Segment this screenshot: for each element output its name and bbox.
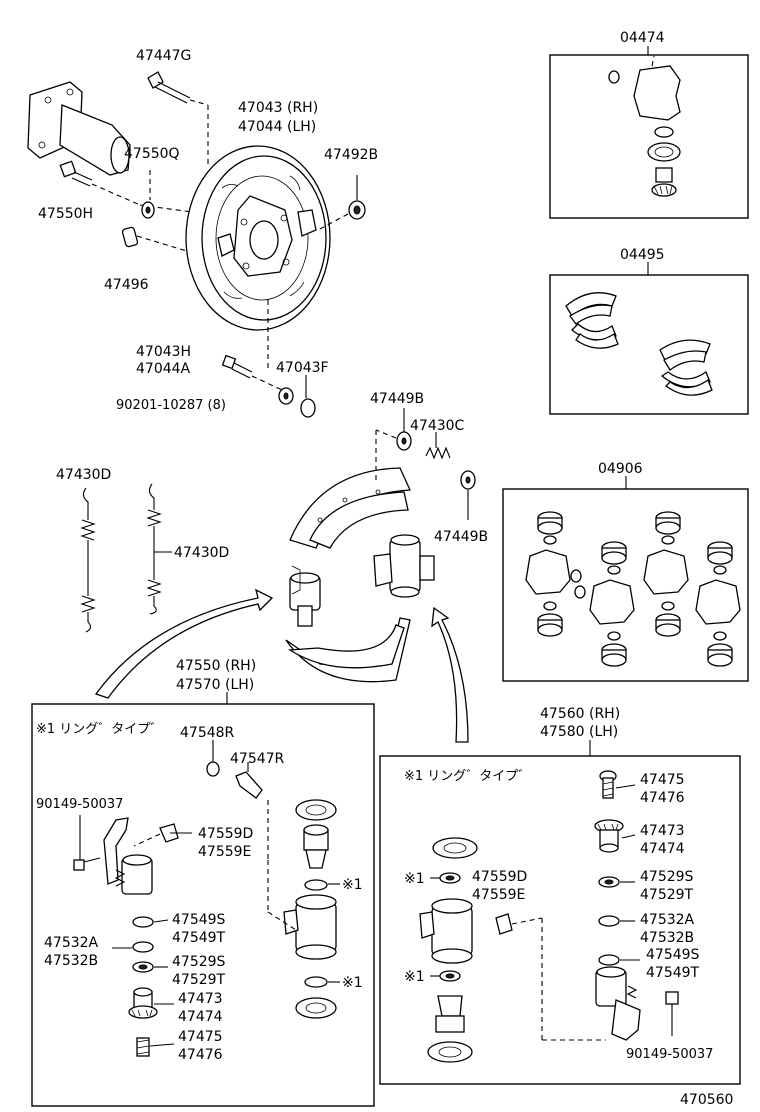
label-47532A-right: 47532A <box>640 912 695 928</box>
label-90149-50037-right: 90149-50037 <box>626 1047 713 1062</box>
backing-plate <box>185 145 331 331</box>
label-47560-rh: 47560 (RH) <box>540 706 620 722</box>
ring-type-note-right: ※1 リング゛タイプ゛ <box>404 769 531 784</box>
label-47430D-mid: 47430D <box>174 545 229 561</box>
bolt-47550H <box>59 160 193 213</box>
label-47559D-left: 47559D <box>198 826 253 842</box>
label-47570-lh: 47570 (LH) <box>176 677 254 693</box>
label-47449B-top: 47449B <box>370 391 424 407</box>
bolt-47447G <box>147 71 209 168</box>
label-47549S-left: 47549S <box>172 912 226 928</box>
kit-box-04495 <box>549 274 749 415</box>
label-47529S-left: 47529S <box>172 954 226 970</box>
label-47043H: 47043H <box>136 344 191 360</box>
label-47532A-left: 47532A <box>44 935 99 951</box>
kit-04474-parts <box>608 55 681 197</box>
label-47476-right: 47476 <box>640 790 685 806</box>
label-90149-50037-left: 90149-50037 <box>36 797 123 812</box>
cap-47043F <box>300 375 316 418</box>
label-47430D-top: 47430D <box>56 467 111 483</box>
label-47043-rh: 47043 (RH) <box>238 100 318 116</box>
label-47559E-left: 47559E <box>198 844 251 860</box>
label-47430C: 47430C <box>410 418 465 434</box>
label-47548R: 47548R <box>180 725 235 741</box>
label-47549T-right: 47549T <box>646 965 700 981</box>
label-47529S-right: 47529S <box>640 869 694 885</box>
label-47529T-right: 47529T <box>640 887 694 903</box>
label-47449B-bottom: 47449B <box>434 529 488 545</box>
ring-mark-1d: ※1 <box>404 969 425 985</box>
washer-47550Q <box>141 170 155 219</box>
label-47529T-left: 47529T <box>172 972 226 988</box>
label-04474: 04474 <box>620 30 665 46</box>
axle-housing-flange <box>27 81 131 176</box>
ring-mark-1b: ※1 <box>342 975 363 991</box>
label-47550-rh: 47550 (RH) <box>176 658 256 674</box>
label-90201-10287: 90201-10287 (8) <box>116 398 226 413</box>
label-47547R: 47547R <box>230 751 285 767</box>
assembly-arrow-left <box>94 588 274 699</box>
label-47550Q: 47550Q <box>124 146 180 162</box>
label-47044-lh: 47044 (LH) <box>238 119 316 135</box>
brake-shoe-upper <box>289 467 411 549</box>
return-spring-47430D-a <box>80 487 96 633</box>
label-47550H: 47550H <box>38 206 93 222</box>
label-47549T-left: 47549T <box>172 930 226 946</box>
return-spring-47430D-b <box>146 483 172 615</box>
kit-04495-parts <box>565 292 713 396</box>
plug-47496 <box>121 226 191 253</box>
label-47476-left: 47476 <box>178 1047 223 1063</box>
wheel-cylinder-center-left <box>289 565 321 627</box>
washer-47449B-top <box>375 408 412 484</box>
wheel-cylinder-box-left <box>31 703 375 1107</box>
bleeder-plug-47043H <box>221 300 283 391</box>
wheel-cylinder-center-right <box>373 534 435 598</box>
label-47473-left: 47473 <box>178 991 223 1007</box>
label-47475-left: 47475 <box>178 1029 223 1045</box>
ring-mark-1c: ※1 <box>404 871 425 887</box>
label-47532B-left: 47532B <box>44 953 98 969</box>
label-47473-right: 47473 <box>640 823 685 839</box>
label-47549S-right: 47549S <box>646 947 700 963</box>
label-47043F: 47043F <box>276 360 329 376</box>
label-47559E-right: 47559E <box>472 887 525 903</box>
assembly-arrow-right <box>431 606 469 743</box>
label-47447G: 47447G <box>136 48 191 64</box>
label-47474-left: 47474 <box>178 1009 223 1025</box>
label-47474-right: 47474 <box>640 841 685 857</box>
right-cylinder-parts <box>419 770 679 1063</box>
label-47492B: 47492B <box>324 147 378 163</box>
label-47580-lh: 47580 (LH) <box>540 724 618 740</box>
spring-47430C <box>425 432 451 460</box>
brake-shoe-lower <box>285 617 411 683</box>
label-47496: 47496 <box>104 277 149 293</box>
ring-type-note-left: ※1 リング゛タイプ゛ <box>36 722 163 737</box>
label-47475-right: 47475 <box>640 772 685 788</box>
kit-04906-parts <box>525 511 741 667</box>
label-47044A: 47044A <box>136 361 191 377</box>
wheel-cylinder-box-right <box>379 755 741 1085</box>
figure-number: 470560 <box>680 1092 733 1108</box>
plug-47492B <box>317 175 366 231</box>
kit-box-04474 <box>549 54 749 219</box>
label-04906: 04906 <box>598 461 643 477</box>
label-04495: 04495 <box>620 247 665 263</box>
label-47559D-right: 47559D <box>472 869 527 885</box>
nut-90201 <box>278 387 294 405</box>
label-47532B-right: 47532B <box>640 930 694 946</box>
washer-47449B-bottom <box>460 470 476 520</box>
left-cylinder-parts <box>73 740 340 1057</box>
ring-mark-1a: ※1 <box>342 877 363 893</box>
